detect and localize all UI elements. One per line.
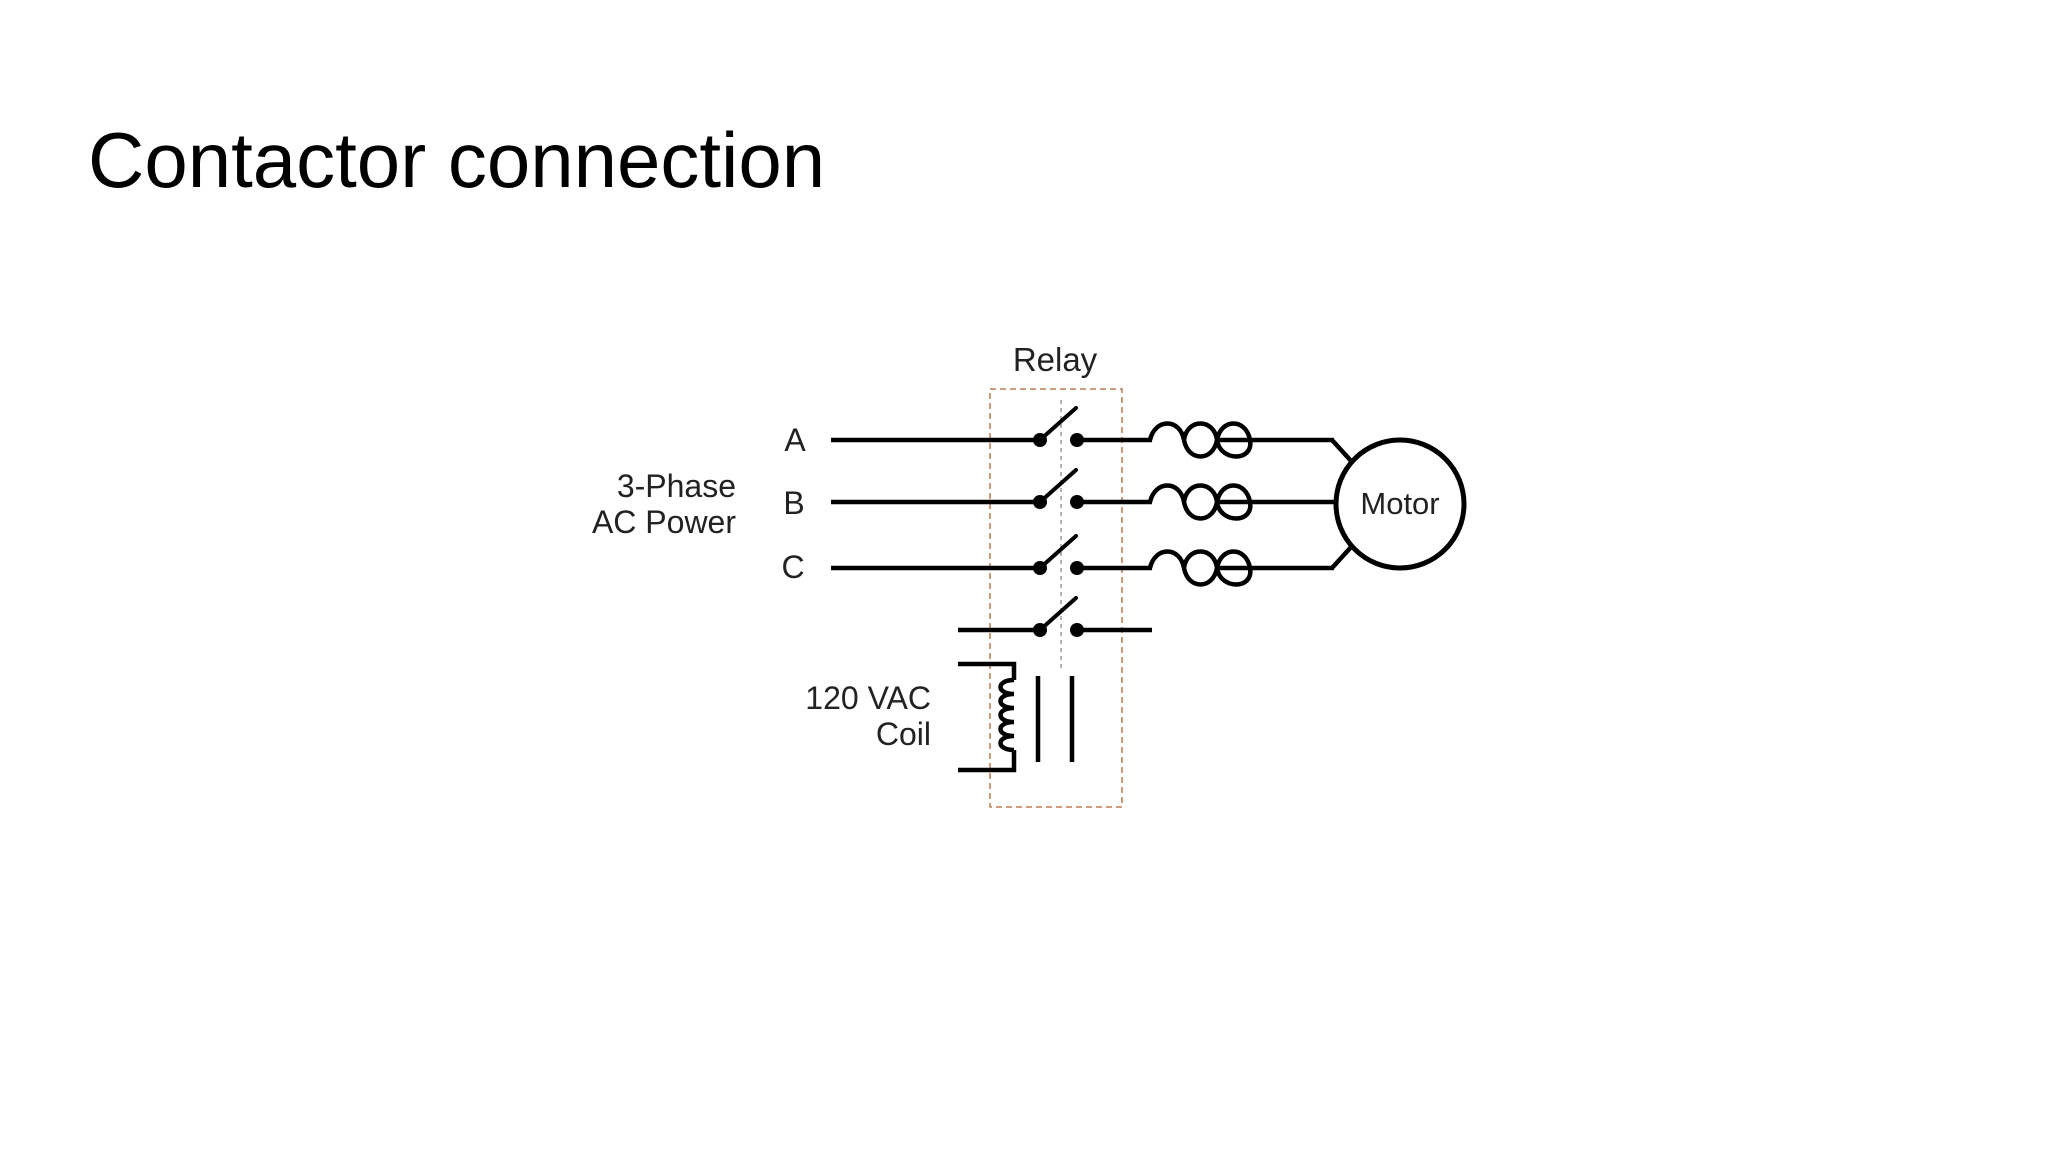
phase-a-circuit [831, 406, 1354, 464]
relay-enclosure [989, 388, 1123, 808]
fuse-a [1147, 421, 1253, 459]
motor-label: Motor [1360, 486, 1439, 521]
motor-circle [1333, 437, 1467, 571]
phase-label-c: C [781, 549, 804, 585]
coil-label-line2: Coil [876, 716, 931, 752]
fuse-b [1147, 483, 1253, 521]
coil-label-line1: 120 VAC [805, 680, 931, 716]
auxiliary-contact [958, 596, 1152, 637]
phase-c-circuit [831, 534, 1354, 587]
slide-title: Contactor connection [88, 116, 826, 204]
phase-label-b: B [783, 485, 804, 521]
relay-coil [958, 661, 1075, 773]
power-label-line2: AC Power [592, 504, 736, 540]
phase-label-a: A [784, 422, 806, 458]
power-label-line1: 3-Phase [617, 468, 736, 504]
fuse-c [1147, 549, 1253, 587]
relay-label: Relay [1013, 341, 1098, 378]
phase-b-circuit [831, 468, 1334, 521]
